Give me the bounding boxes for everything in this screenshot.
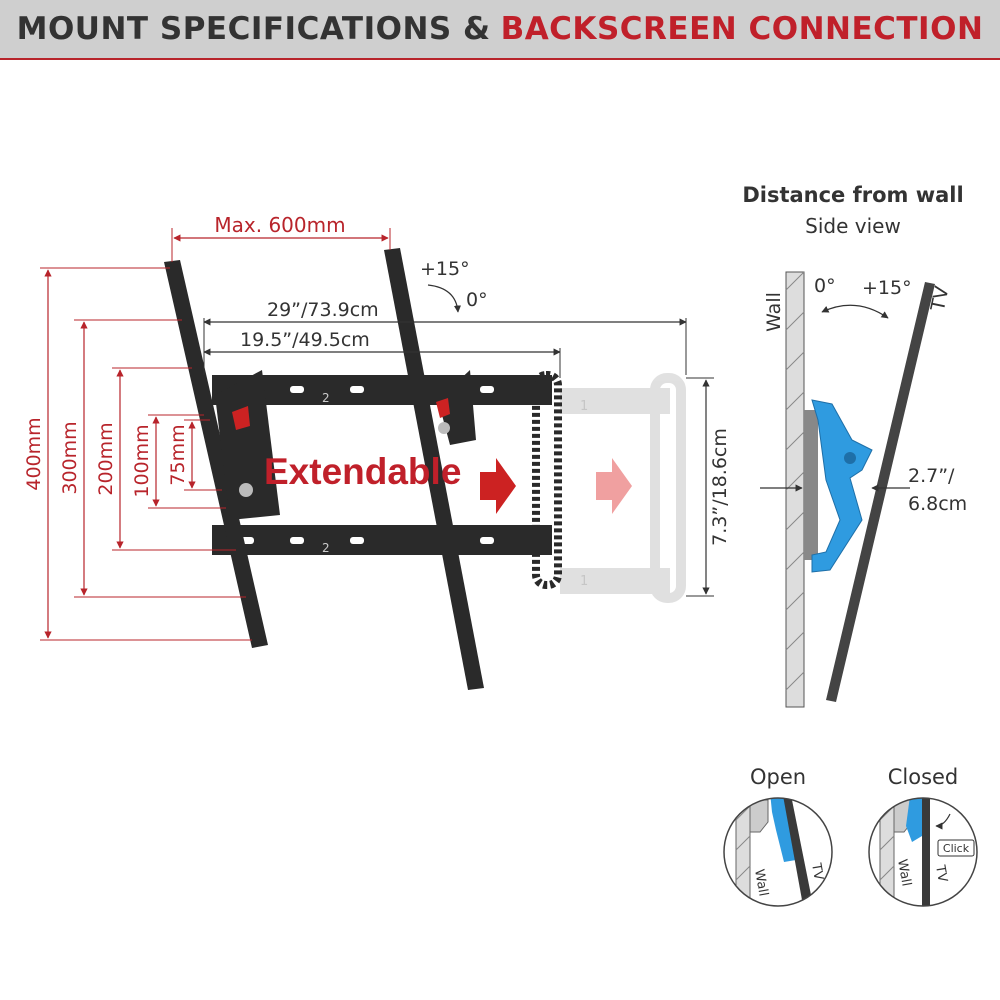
connection-click-label: Click [943, 842, 970, 855]
extendable-label: Extendable [264, 451, 461, 492]
vesa-height-75: 75mm [167, 424, 189, 485]
vesa-height-300: 300mm [59, 421, 81, 494]
frame-slot-number-bottom: 2 [322, 541, 330, 555]
side-view-distance-line1: 2.7”/ [908, 465, 955, 487]
vesa-height-200: 200mm [95, 422, 117, 495]
max-spacing-label: Max. 600mm [214, 213, 345, 237]
tilt-zero-label: 0° [466, 289, 488, 311]
header-title-part2: BACKSCREEN CONNECTION [500, 11, 984, 47]
side-view-spacer-blue [811, 399, 873, 573]
side-view-wall [785, 271, 805, 708]
right-mounting-arm [384, 248, 484, 690]
width-retracted-label: 19.5”/49.5cm [240, 329, 370, 351]
side-view-tv-label: TV [927, 284, 954, 314]
vesa-height-100: 100mm [131, 424, 153, 497]
connection-open-label: Open [750, 765, 806, 789]
ghost-slot-number-bottom: 1 [580, 574, 588, 589]
right-bolt-icon [438, 422, 450, 434]
extended-bracket-ghost: 1 1 [560, 373, 686, 603]
header-title-part1: MOUNT SPECIFICATIONS & [16, 11, 491, 47]
connection-closed-detail [868, 797, 978, 907]
connection-closed-label: Closed [888, 765, 959, 789]
vesa-height-400: 400mm [23, 417, 45, 490]
side-view-wall-label: Wall [763, 292, 785, 332]
ghost-slot-number-top: 1 [580, 399, 588, 414]
left-tilt-lock-icon [232, 406, 250, 430]
left-bolt-icon [239, 483, 253, 497]
side-view-subtitle: Side view [805, 214, 901, 238]
side-view-angle-zero: 0° [814, 275, 836, 297]
frame-slot-number-top: 2 [322, 391, 330, 405]
left-mounting-arm [164, 260, 268, 648]
connection-open-tv-label: TV [808, 861, 826, 881]
connection-closed-wall-label: Wall [894, 858, 913, 887]
side-view-pivot-icon [844, 452, 856, 464]
header-banner: MOUNT SPECIFICATIONS & BACKSCREEN CONNEC… [0, 0, 1000, 60]
side-view-title: Distance from wall [742, 183, 963, 207]
height-label: 7.3”/18.6cm [709, 428, 731, 546]
side-view-tv-panel [826, 282, 935, 702]
tilt-arc-icon [427, 284, 462, 313]
tilt-up-label: +15° [420, 258, 470, 280]
side-view-wall-plate [804, 410, 818, 560]
width-extended-label: 29”/73.9cm [267, 299, 379, 321]
connection-open-detail [723, 797, 833, 907]
connection-open-wall-label: Wall [751, 868, 770, 897]
side-view-angle-up: +15° [862, 277, 912, 299]
right-tilt-lock-icon [436, 398, 450, 418]
left-tilt-bracket [215, 370, 280, 520]
side-view-distance-line2: 6.8cm [908, 493, 967, 515]
arrow-right-red-icon [480, 458, 516, 514]
connection-closed-tv-label: TV [932, 863, 950, 883]
arrow-right-faded-icon [596, 458, 632, 514]
side-view-tilt-arc-icon [821, 304, 889, 319]
